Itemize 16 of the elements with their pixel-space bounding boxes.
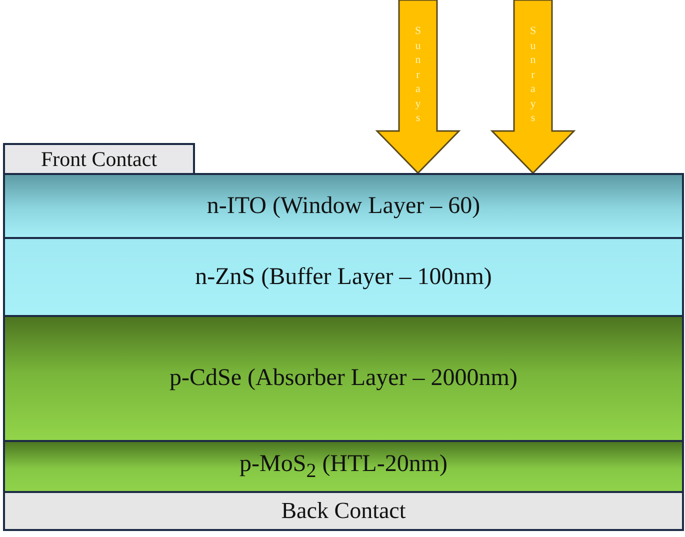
layer-label: p-CdSe (Absorber Layer – 2000nm) [170, 365, 518, 392]
layer-label: p-MoS$_{2}$ (HTL-20nm) [240, 450, 448, 482]
layer-label: n-ITO (Window Layer – 60) [206, 192, 480, 220]
hole-transport-layer [3, 440, 684, 493]
sunlight-arrow [375, 0, 461, 174]
absorber-layer [3, 315, 684, 442]
layer-label: Front Contact [40, 146, 158, 172]
window-layer [3, 173, 684, 239]
contact-layer [3, 491, 684, 531]
buffer-layer [3, 237, 684, 317]
contact-layer [3, 143, 195, 175]
edge-label: Sunrays [530, 24, 536, 126]
sunlight-arrow [490, 0, 576, 174]
edge-label: Sunrays [414, 24, 422, 126]
layer-label: n-ZnS (Buffer Layer – 100nm) [195, 264, 492, 290]
layer-label: Back Contact [281, 498, 406, 524]
